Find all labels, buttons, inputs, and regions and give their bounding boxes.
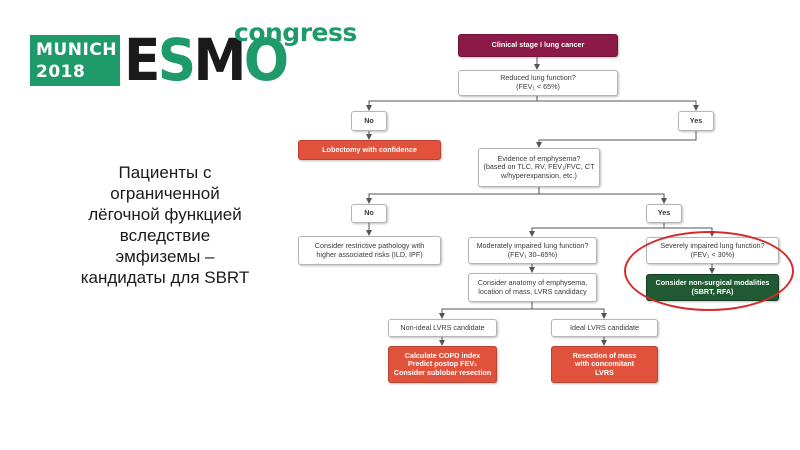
node-label: Consider sublobar resection [393,367,492,377]
node-label: Moderately impaired lung function? [476,240,589,250]
node-label: (based on TLC, RV, FEV₁/FVC, CT [483,162,595,172]
node-yes-2: Yes [646,204,682,223]
caption-line: эмфиземы – [115,247,215,266]
node-label: No [364,208,374,218]
node-non-ideal-lvrs: Non-ideal LVRS candidate [388,319,497,337]
node-label: Consider restrictive pathology with [314,240,425,250]
node-restrictive-pathology: Consider restrictive pathology with high… [298,236,441,265]
node-label: Consider non-surgical modalities [655,277,770,287]
node-clinical-stage: Clinical stage I lung cancer [458,34,618,57]
node-label: Resection of mass [572,350,637,360]
node-resection: Resection of mass with concomitant LVRS [551,346,658,383]
node-ideal-lvrs: Ideal LVRS candidate [551,319,658,337]
slide-caption: Пациенты с ограниченной лёгочной функцие… [30,162,300,288]
node-yes-1: Yes [678,111,714,131]
node-label: Severely impaired lung function? [660,240,765,250]
node-label: Consider anatomy of emphysema, [477,277,588,287]
node-label: Lobectomy with confidence [322,144,417,154]
node-label: No [364,115,374,125]
caption-line: кандидаты для SBRT [80,268,250,287]
node-label: LVRS [595,367,614,377]
node-anatomy: Consider anatomy of emphysema, location … [468,273,597,302]
logo-congress-text: congress [234,18,357,47]
node-label: w/hyperexpansion, etc.) [501,170,577,180]
node-label: (FEV₁ < 30%) [690,249,735,259]
node-emphysema: Evidence of emphysema? (based on TLC, RV… [478,148,600,187]
logo-year: 2018 [36,62,86,82]
node-label: Yes [689,115,703,125]
node-label: (FEV₁ < 65%) [516,82,560,91]
node-no-2: No [351,204,387,223]
node-label: Yes [657,208,671,218]
node-non-surgical: Consider non-surgical modalities (SBRT, … [646,274,779,301]
caption-line: ограниченной [110,184,220,203]
node-label: (SBRT, RFA) [691,286,734,296]
logo-city-box: MUNICH 2018 [30,35,120,86]
esmo-congress-logo: MUNICH 2018 ESMO congress [30,18,357,94]
node-label: (FEV₁ 30–65%) [507,249,558,259]
node-label: Ideal LVRS candidate [570,322,639,332]
node-lobectomy: Lobectomy with confidence [298,140,441,160]
node-label: with concomitant [574,359,635,369]
node-label: Clinical stage I lung cancer [491,40,585,50]
node-no-1: No [351,111,387,131]
node-reduced-lung-function: Reduced lung function? (FEV₁ < 65%) [458,70,618,96]
caption-line: вследствие [119,226,211,245]
logo-city: MUNICH [36,40,117,60]
node-label: Reduced lung function? [500,73,576,83]
node-label: Evidence of emphysema? [497,153,581,163]
caption-line: лёгочной функцией [88,205,242,224]
logo-esmo-wordmark: ESMO [124,26,289,94]
node-label: Predict postop FEV₁ [407,359,478,369]
node-moderate-impairment: Moderately impaired lung function? (FEV₁… [468,237,597,264]
node-label: higher associated risks (ILD, IPF) [316,249,423,259]
node-label: Calculate COPD index [404,350,481,360]
node-label: location of mass, LVRS candidacy [478,286,587,296]
node-severe-impairment: Severely impaired lung function? (FEV₁ <… [646,237,779,264]
node-label: Non-ideal LVRS candidate [400,322,485,332]
node-copd-index: Calculate COPD index Predict postop FEV₁… [388,346,497,383]
caption-line: Пациенты с [118,163,212,182]
